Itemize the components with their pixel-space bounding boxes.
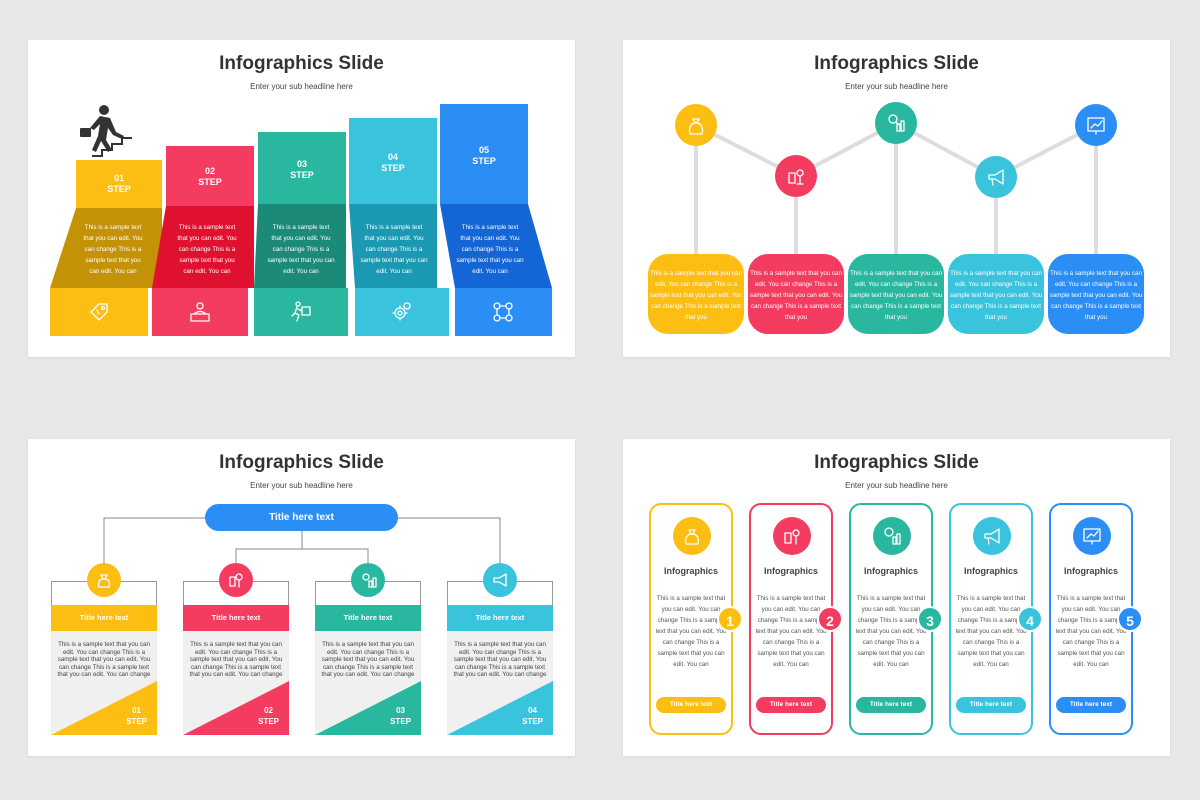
- card-heading: Infographics: [663, 566, 718, 576]
- step-4-top: [349, 118, 437, 204]
- timeline-box-3: This is a sample text that you can edit.…: [848, 254, 944, 334]
- slide-subtitle: Enter your sub headline here: [845, 481, 948, 490]
- column-title: Title here text: [51, 605, 157, 631]
- hierarchy-column-1: Title here text This is a sample text th…: [51, 581, 157, 735]
- worker-desk-icon: [190, 302, 210, 322]
- card-text: This is a sample text that you can edit.…: [1055, 595, 1127, 668]
- slide-title: Infographics Slide: [814, 53, 979, 74]
- step-3-top: [258, 132, 346, 204]
- chart-board-icon: [1075, 104, 1117, 146]
- slide-subtitle: Enter your sub headline here: [845, 82, 948, 91]
- money-bag-icon: [673, 517, 711, 555]
- hierarchy-column-3: Title here text This is a sample text th…: [315, 581, 421, 735]
- step-3-text: This is a sample text that you can edit.…: [267, 224, 335, 275]
- business-tools-icon: [773, 517, 811, 555]
- info-card-2: Infographics This is a sample text that …: [749, 503, 833, 735]
- slide-title: Infographics Slide: [219, 53, 384, 74]
- card-connector-arrows: [731, 607, 1041, 631]
- step-number-1: 1: [717, 606, 743, 632]
- analytics-icon: [875, 102, 917, 144]
- title-pill: Title here text: [205, 504, 398, 531]
- climbing-businessman-icon: [80, 105, 132, 157]
- step-2-top: [166, 146, 254, 206]
- column-title: Title here text: [183, 605, 289, 631]
- step-2-text: This is a sample text that you can edit.…: [177, 224, 237, 275]
- step-number-5: 5: [1117, 606, 1143, 632]
- column-text: This is a sample text that you can edit.…: [321, 641, 415, 679]
- money-tag-icon: [90, 303, 108, 321]
- card-heading: Infographics: [963, 566, 1018, 576]
- gears-icon: [392, 302, 411, 321]
- analytics-icon: [351, 563, 385, 597]
- slide-title: Infographics Slide: [814, 452, 979, 473]
- network-icon: [493, 302, 513, 322]
- card-heading: Infographics: [863, 566, 918, 576]
- step-number-3: 3: [917, 606, 943, 632]
- step-5-middle: [440, 204, 552, 288]
- column-title: Title here text: [447, 605, 553, 631]
- megaphone-icon: [973, 517, 1011, 555]
- analytics-icon: [873, 517, 911, 555]
- step-number-4: 4: [1017, 606, 1043, 632]
- card-title-pill: Title here text: [856, 697, 926, 713]
- chart-board-icon: [1073, 517, 1111, 555]
- step-5-top: [440, 104, 528, 204]
- staircase-graphic: [50, 104, 552, 336]
- slide-title: Infographics Slide: [219, 452, 384, 473]
- card-title-pill: Title here text: [656, 697, 726, 713]
- business-tools-icon: [775, 155, 817, 197]
- column-text: This is a sample text that you can edit.…: [189, 641, 283, 679]
- timeline-box-4: This is a sample text that you can edit.…: [948, 254, 1044, 334]
- step-3-middle: [254, 204, 346, 288]
- column-title: Title here text: [315, 605, 421, 631]
- slide-hierarchy[interactable]: Infographics Slide Enter your sub headli…: [28, 439, 575, 756]
- card-text: This is a sample text that you can edit.…: [755, 595, 827, 668]
- step-4-middle: [349, 204, 437, 288]
- delivery-runner-icon: [291, 301, 311, 322]
- card-heading: Infographics: [763, 566, 818, 576]
- money-bag-icon: [675, 104, 717, 146]
- step-5-text: This is a sample text that you can edit.…: [456, 224, 524, 275]
- slide-timeline-zigzag[interactable]: Infographics Slide Enter your sub headli…: [623, 40, 1170, 357]
- step-5-bottom: [455, 288, 552, 336]
- slide-subtitle: Enter your sub headline here: [250, 82, 353, 91]
- step-4-text: This is a sample text that you can edit.…: [360, 224, 428, 275]
- slide-subtitle: Enter your sub headline here: [250, 481, 353, 490]
- step-1-text: This is a sample text that you can edit.…: [83, 224, 143, 275]
- step-1-middle: [50, 208, 162, 288]
- card-title-pill: Title here text: [1056, 697, 1126, 713]
- column-text: This is a sample text that you can edit.…: [453, 641, 547, 679]
- card-text: This is a sample text that you can edit.…: [955, 595, 1027, 668]
- step-2-middle: [152, 206, 254, 288]
- info-card-1: Infographics This is a sample text that …: [649, 503, 733, 735]
- card-title-pill: Title here text: [956, 697, 1026, 713]
- step-number-2: 2: [817, 606, 843, 632]
- timeline-box-5: This is a sample text that you can edit.…: [1048, 254, 1144, 334]
- step-3-bottom: [254, 288, 348, 336]
- megaphone-icon: [975, 156, 1017, 198]
- step-1-bottom: [50, 288, 148, 336]
- card-title-pill: Title here text: [756, 697, 826, 713]
- timeline-box-2: This is a sample text that you can edit.…: [748, 254, 844, 334]
- card-text: This is a sample text that you can edit.…: [655, 595, 727, 668]
- business-tools-icon: [219, 563, 253, 597]
- timeline-box-1: This is a sample text that you can edit.…: [648, 254, 744, 334]
- column-text: This is a sample text that you can edit.…: [57, 641, 151, 679]
- slide-steps-staircase[interactable]: Infographics Slide Enter your sub headli…: [28, 40, 575, 357]
- card-heading: Infographics: [1063, 566, 1118, 576]
- megaphone-icon: [483, 563, 517, 597]
- card-text: This is a sample text that you can edit.…: [855, 595, 927, 668]
- hierarchy-connectors: [103, 517, 501, 581]
- slide-numbered-cards[interactable]: Infographics Slide Enter your sub headli…: [623, 439, 1170, 756]
- money-bag-icon: [87, 563, 121, 597]
- hierarchy-column-4: Title here text This is a sample text th…: [447, 581, 553, 735]
- step-1-top: [76, 160, 162, 208]
- hierarchy-column-2: Title here text This is a sample text th…: [183, 581, 289, 735]
